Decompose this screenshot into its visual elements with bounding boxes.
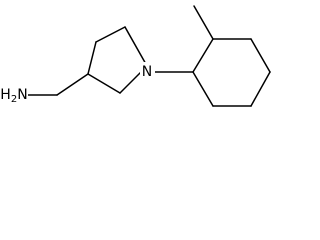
bond-c2-c3 bbox=[87, 73, 121, 94]
amine-n: N bbox=[17, 87, 27, 103]
bond-cy1-cy2 bbox=[192, 38, 214, 73]
bond-layer bbox=[27, 5, 271, 107]
amine-subscript: 2 bbox=[11, 94, 17, 105]
bond-ch2-c3 bbox=[56, 73, 89, 96]
bond-cy3-cy4 bbox=[250, 38, 271, 73]
bond-cy4-cy5 bbox=[250, 71, 271, 107]
bond-c5-n1 bbox=[124, 26, 148, 67]
bond-c4-c5 bbox=[95, 26, 126, 43]
ring-nitrogen-background bbox=[140, 62, 155, 80]
atom-label-layer: N H2N bbox=[0, 62, 155, 105]
amine-label: H2N bbox=[0, 87, 27, 105]
amine-h: H bbox=[0, 87, 11, 103]
bond-cy2-methyl bbox=[193, 5, 214, 40]
chemical-structure: N H2N bbox=[0, 5, 271, 107]
bond-cy6-cy1 bbox=[192, 71, 214, 107]
bond-c3-c4 bbox=[87, 41, 97, 75]
amine-background bbox=[0, 86, 28, 104]
ring-nitrogen-label: N bbox=[142, 64, 152, 80]
